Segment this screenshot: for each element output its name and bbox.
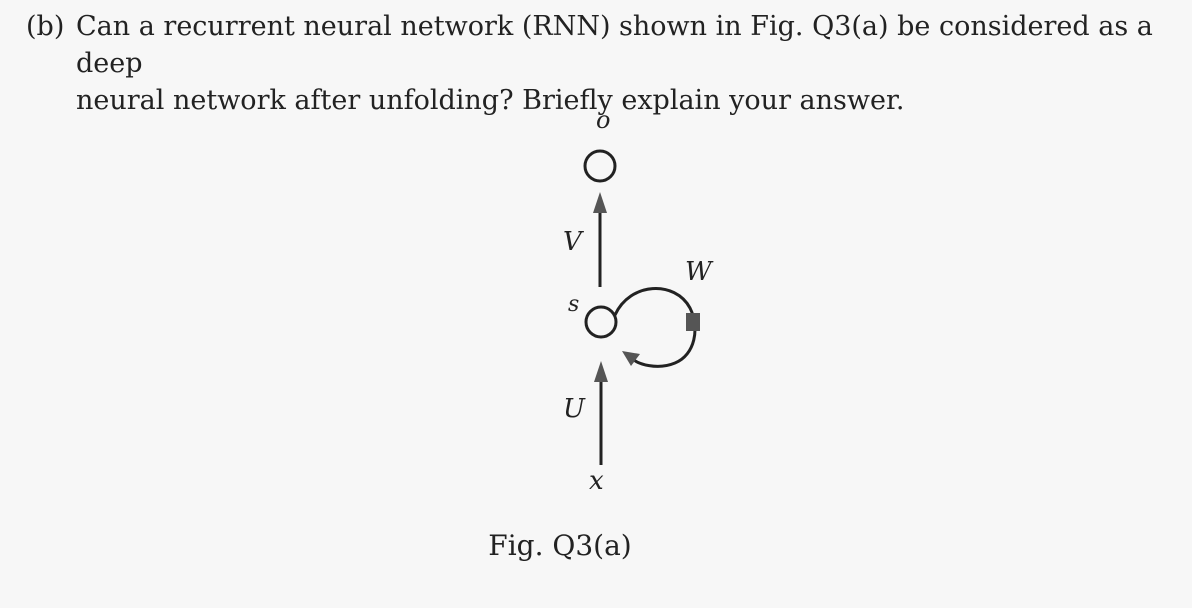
delay-square (686, 313, 700, 331)
question-text: (b) Can a recurrent neural network (RNN)… (26, 8, 1176, 119)
input-node-label: x (589, 466, 604, 496)
recurrent-arrow-head (622, 351, 640, 366)
u-weight-label: U (563, 394, 586, 424)
hidden-node (584, 305, 618, 339)
question-label: (b) (26, 11, 65, 42)
output-node-label: o (596, 106, 610, 134)
hidden-node-label: s (568, 292, 579, 317)
v-weight-label: V (563, 227, 584, 257)
question-line-2: neural network after unfolding? Briefly … (76, 85, 905, 116)
w-weight-label: W (685, 257, 714, 287)
rnn-diagram: o V s W U x (520, 100, 740, 510)
question-body: Can a recurrent neural network (RNN) sho… (76, 8, 1176, 119)
rnn-diagram-svg: o V s W U x (563, 106, 714, 496)
v-arrow-head (593, 192, 607, 213)
question-line-1: Can a recurrent neural network (RNN) sho… (76, 11, 1153, 79)
figure-caption: Fig. Q3(a) (488, 529, 632, 562)
output-node (583, 149, 617, 183)
u-arrow-head (594, 361, 608, 382)
